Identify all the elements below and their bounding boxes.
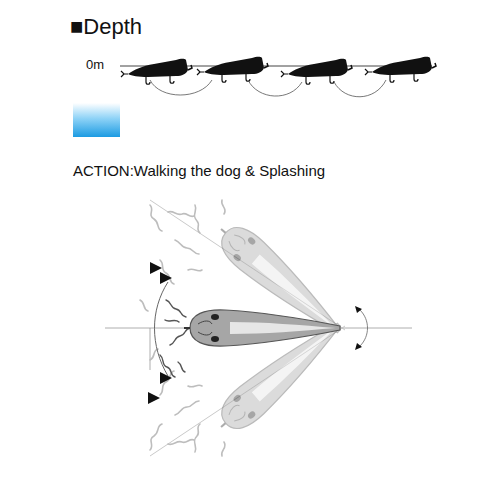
depth-mark: 0m bbox=[86, 58, 104, 71]
action-heading: ACTION:Walking the dog & Splashing bbox=[73, 163, 325, 178]
section-heading: ■Depth bbox=[70, 16, 142, 38]
